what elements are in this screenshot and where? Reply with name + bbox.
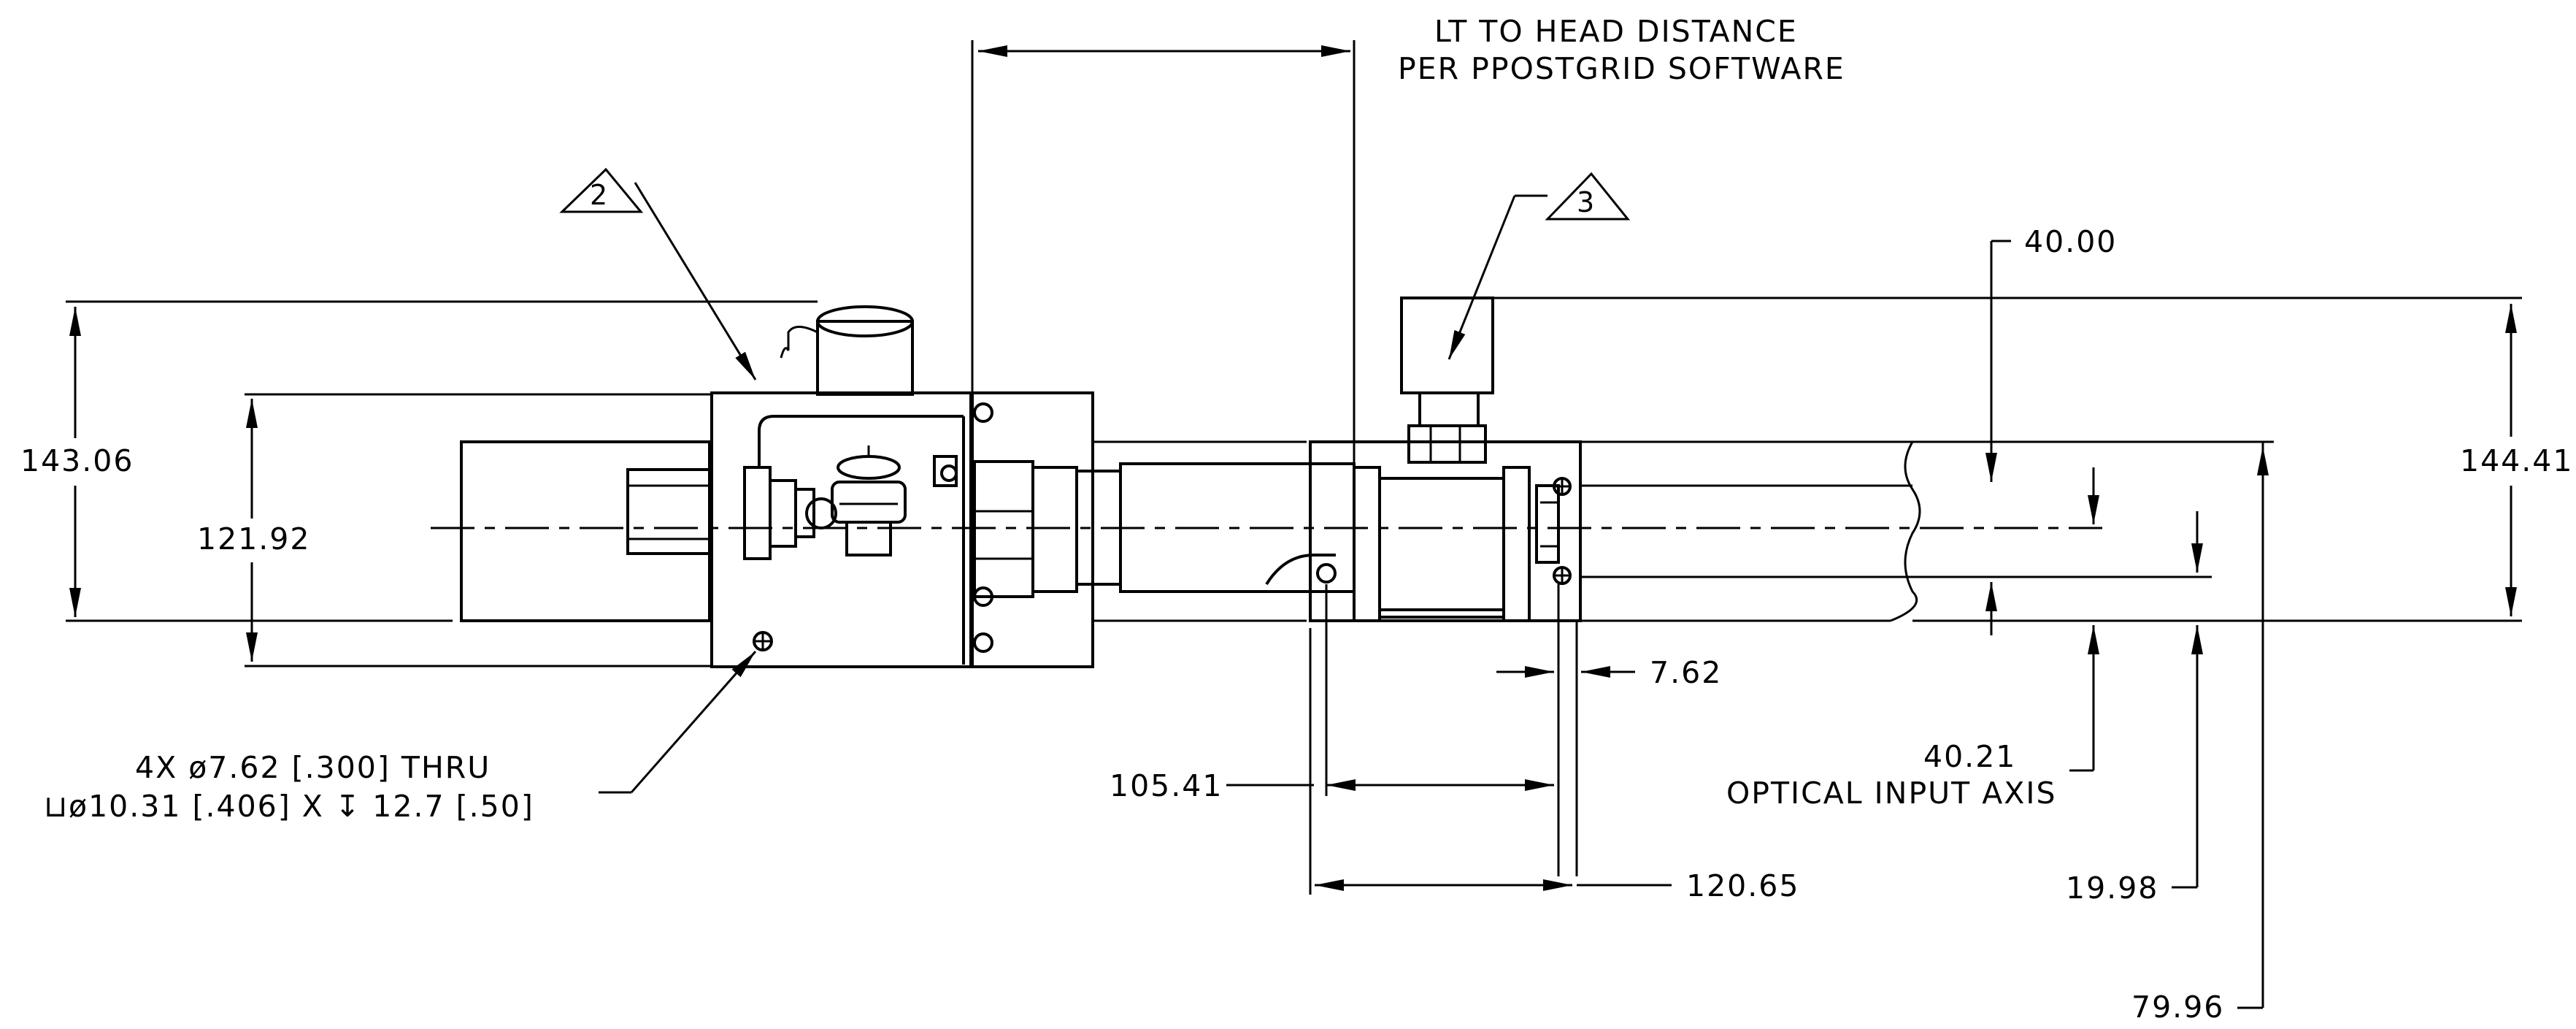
dim-40-00: 40.00: [2024, 224, 2117, 259]
dim-19-98: 19.98: [2066, 871, 2158, 906]
balloon-item-3: 3: [1447, 172, 1631, 360]
dim-inner-height-left: 121.92: [197, 393, 712, 667]
balloon-3-label: 3: [1577, 186, 1596, 218]
dim-total-height: 79.96: [2131, 442, 2269, 1025]
dim-79-96: 79.96: [2131, 990, 2224, 1025]
optical-tube: [1075, 440, 1356, 622]
dim-bolt-spacing: 7.62: [1496, 584, 1722, 876]
note-lt-to-head-1: LT TO HEAD DISTANCE: [1434, 14, 1798, 49]
note-hole-line-1: 4X ø7.62 [.300] THRU: [135, 750, 491, 785]
note-lt-to-head-2: PER PPOSTGRID SOFTWARE: [1398, 51, 1845, 86]
left-assembly: [73, 305, 1094, 668]
dim-143-06: 143.06: [20, 443, 134, 478]
dim-7-62: 7.62: [1650, 655, 1722, 690]
dim-105-41: 105.41: [1110, 768, 1223, 803]
dim-overall-height-left: 143.06: [20, 300, 818, 622]
dim-120-65: 120.65: [1686, 868, 1799, 903]
dim-overall-height-right: 144.41: [1493, 297, 2573, 622]
dim-outer-width: 120.65: [1309, 628, 1799, 903]
dim-lt-to-head: LT TO HEAD DISTANCE PER PPOSTGRID SOFTWA…: [971, 14, 1845, 464]
note-optical-input-axis: OPTICAL INPUT AXIS: [1726, 776, 2057, 811]
right-assembly: [1309, 297, 2274, 622]
dim-top-offset: 40.00: [1985, 224, 2117, 635]
balloon-item-2: 2: [559, 167, 757, 380]
dim-inner-width: 105.41: [1110, 584, 1554, 803]
dim-121-92: 121.92: [197, 521, 310, 556]
dim-optical-axis: 40.21 OPTICAL INPUT AXIS: [1726, 467, 2099, 811]
balloon-2-label: 2: [590, 179, 609, 211]
dim-lower-axis: 19.98: [2066, 511, 2203, 906]
hole-callout: 4X ø7.62 [.300] THRU ⊔ø10.31 [.406] X ↧ …: [44, 651, 757, 824]
note-hole-line-2: ⊔ø10.31 [.406] X ↧ 12.7 [.50]: [44, 789, 534, 824]
dim-144-41: 144.41: [2460, 443, 2573, 478]
dim-40-21: 40.21: [1923, 739, 2016, 774]
